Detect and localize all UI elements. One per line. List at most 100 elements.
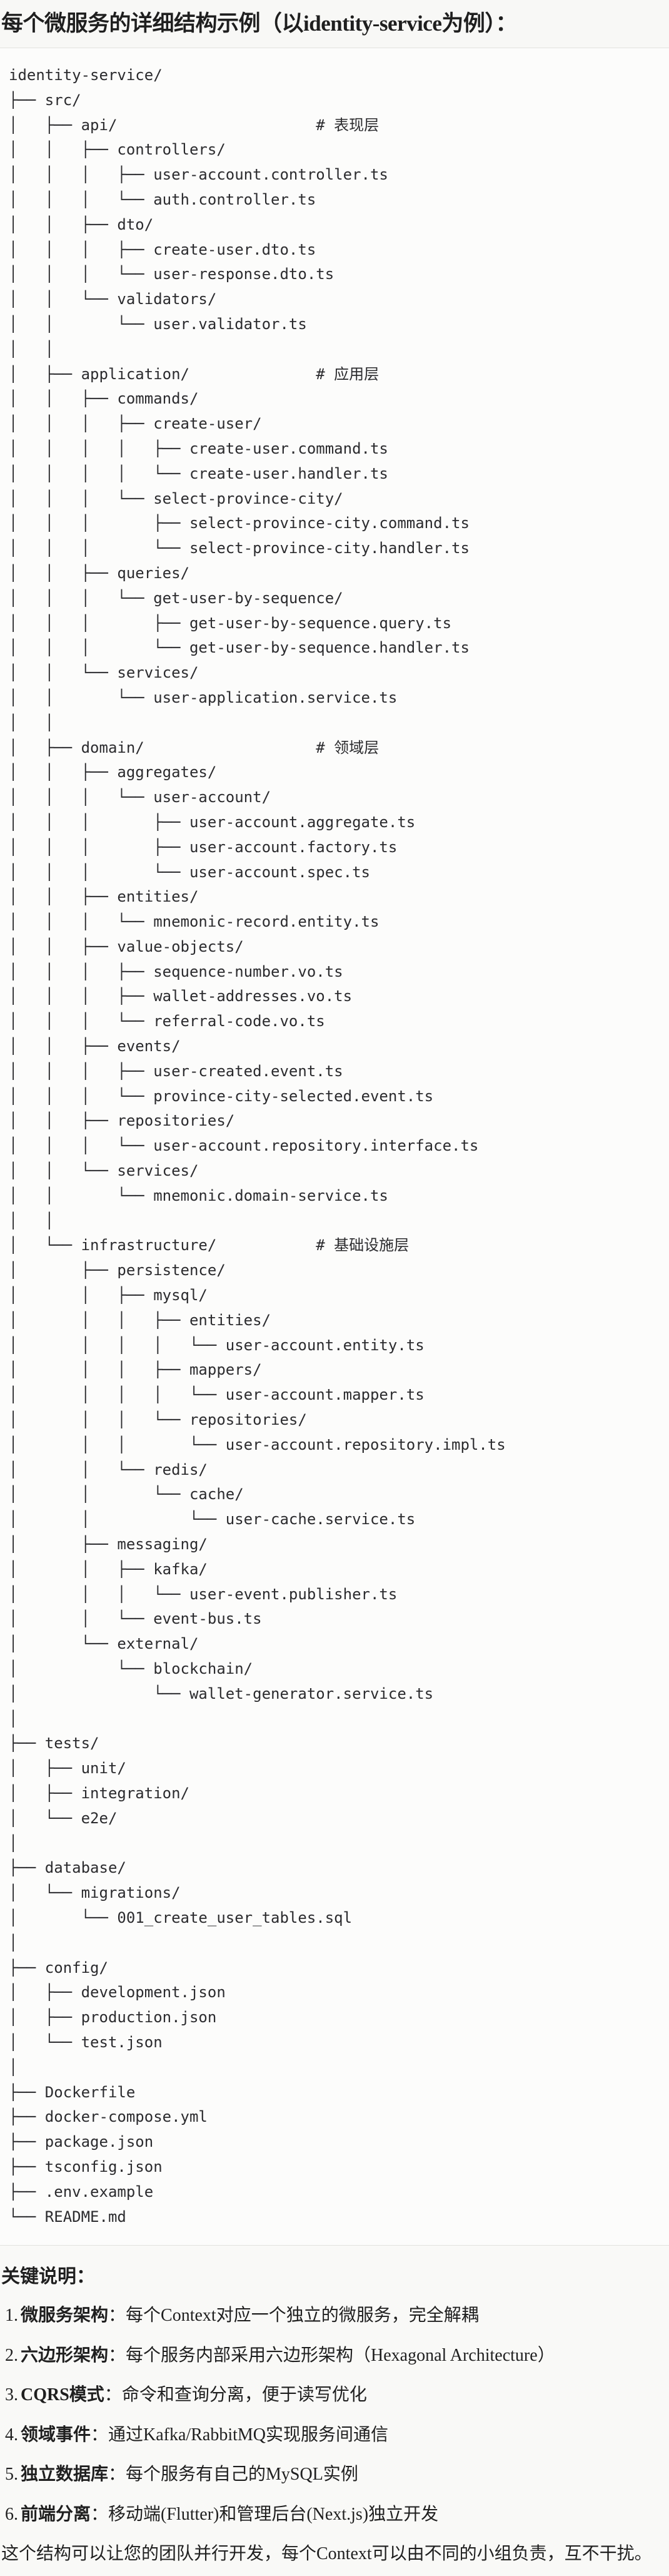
tree-line: │ │ └── redis/ [9,1460,208,1479]
tree-line: │ └── migrations/ [9,1884,181,1902]
tree-line: │ │ │ └── user-account.repository.impl.t… [9,1435,506,1453]
tree-line: │ │ ├── value-objects/ [9,937,244,955]
tree-line: │ │ │ └── user-account.spec.ts [9,863,370,881]
tree-line: │ │ │ └── get-user-by-sequence/ [9,589,343,607]
summary-text: 这个结构可以让您的团队并行开发，每个Context可以由不同的小组负责，互不干扰… [1,2543,652,2563]
note-item: 5.独立数据库：每个服务有自己的MySQL实例 [1,2462,669,2487]
tree-line: │ ├── production.json [9,2008,217,2027]
tree-line: │ │ │ ├── sequence-number.vo.ts [9,962,343,980]
tree-line: │ │ └── event-bus.ts [9,1610,262,1628]
tree-line: │ [9,1933,18,1952]
note-term: 独立数据库 [21,2465,109,2485]
tree-line: │ │ │ ├── select-province-city.command.t… [9,514,470,532]
tree-line: │ │ │ ├── get-user-by-sequence.query.ts [9,614,452,632]
tree-line: │ │ │ └── mnemonic-record.entity.ts [9,913,380,931]
tree-line: │ │ ├── entities/ [9,888,199,906]
note-text: 每个服务内部采用六边形架构（Hexagonal Architecture） [126,2345,555,2365]
note-item: 3.CQRS模式：命令和查询分离，便于读写优化 [1,2383,669,2408]
tree-line: │ │ │ ├── user-created.event.ts [9,1062,343,1080]
tree-line: ├── config/ [9,1958,108,1977]
note-term: 微服务架构 [21,2306,109,2326]
tree-line: │ │ │ │ └── user-account.mapper.ts [9,1386,425,1404]
tree-line: │ ├── integration/ [9,1784,189,1802]
tree-line: │ └── test.json [9,2033,163,2051]
tree-line: ├── src/ [9,91,81,109]
tree-line: ├── Dockerfile [9,2083,136,2101]
tree-line: │ │ ├── repositories/ [9,1112,235,1130]
tree-line: │ │ │ ├── wallet-addresses.vo.ts [9,987,353,1005]
tree-line: │ │ │ ├── create-user/ [9,415,262,433]
note-text: 通过Kafka/RabbitMQ实现服务间通信 [108,2425,388,2445]
note-text: 每个Context对应一个独立的微服务，完全解耦 [126,2306,479,2326]
tree-line: ├── tests/ [9,1734,99,1753]
note-separator: ： [108,2345,126,2365]
note-text: 命令和查询分离，便于读写优化 [121,2385,367,2405]
tree-line: │ │ [9,1211,54,1229]
tree-line: ├── docker-compose.yml [9,2108,208,2126]
note-term: CQRS模式 [21,2385,104,2405]
tree-line: │ └── external/ [9,1635,199,1653]
tree-line: │ │ │ └── repositories/ [9,1411,307,1429]
tree-line: │ │ ├── mysql/ [9,1286,208,1305]
tree-line: │ ├── api/ # 表现层 [9,116,380,134]
tree-line: └── README.md [9,2207,126,2226]
tree-line: │ └── wallet-generator.service.ts [9,1684,434,1703]
tree-line: │ │ └── user-cache.service.ts [9,1510,416,1529]
tree-line: ├── .env.example [9,2182,154,2201]
note-number: 3. [5,2385,18,2405]
note-number: 1. [5,2306,18,2326]
tree-line: │ ├── unit/ [9,1759,126,1778]
note-term: 六边形架构 [21,2345,109,2365]
note-text: 移动端(Flutter)和管理后台(Next.js)独立开发 [108,2504,439,2524]
note-separator: ： [91,2504,109,2524]
tree-line: │ │ │ └── get-user-by-sequence.handler.t… [9,639,470,657]
tree-line: ├── database/ [9,1859,126,1877]
tree-line: │ │ └── services/ [9,1162,199,1180]
tree-line: │ │ │ ├── mappers/ [9,1361,262,1379]
tree-line: │ │ │ └── select-province-city/ [9,489,343,507]
note-number: 5. [5,2465,18,2485]
tree-line: │ │ │ └── referral-code.vo.ts [9,1012,325,1031]
tree-line: │ [9,1709,18,1728]
tree-line: │ └── infrastructure/ # 基础设施层 [9,1236,410,1255]
tree-line: │ │ └── user.validator.ts [9,315,307,333]
tree-line: │ [9,1834,18,1852]
tree-line: │ │ │ │ └── user-account.entity.ts [9,1336,425,1354]
tree-line: │ │ │ └── user-response.dto.ts [9,265,334,283]
tree-line: │ │ │ └── user-account/ [9,788,271,807]
tree-line: ├── package.json [9,2133,154,2151]
tree-line: │ ├── messaging/ [9,1535,208,1554]
note-item: 1.微服务架构：每个Context对应一个独立的微服务，完全解耦 [1,2303,669,2328]
tree-line: │ │ └── mnemonic.domain-service.ts [9,1186,388,1204]
tree-line: │ │ │ ├── user-account.aggregate.ts [9,813,416,831]
note-item: 4.领域事件：通过Kafka/RabbitMQ实现服务间通信 [1,2423,669,2448]
note-item: 6.前端分离：移动端(Flutter)和管理后台(Next.js)独立开发 [1,2502,669,2527]
tree-line: │ │ └── user-application.service.ts [9,688,398,706]
note-separator: ： [108,2306,126,2326]
note-separator: ： [108,2465,126,2485]
note-separator: ： [91,2425,109,2445]
tree-line: │ │ │ │ ├── create-user.command.ts [9,439,388,457]
note-item: 2.六边形架构：每个服务内部采用六边形架构（Hexagonal Architec… [1,2343,669,2368]
title-bar: 每个微服务的详细结构示例（以identity-service为例）： [0,0,669,48]
tree-line: │ │ │ └── auth.controller.ts [9,190,316,208]
tree-line: │ │ │ ├── entities/ [9,1311,271,1329]
tree-line: │ │ └── services/ [9,664,199,682]
tree-line: │ │ ├── queries/ [9,564,189,582]
tree-line: │ │ ├── controllers/ [9,141,226,159]
tree-line: │ │ ├── dto/ [9,215,154,233]
tree-line: │ ├── domain/ # 领域层 [9,738,380,756]
tree-line: │ │ └── validators/ [9,290,217,308]
tree-line: │ └── blockchain/ [9,1660,253,1677]
tree-line: │ ├── application/ # 应用层 [9,365,380,383]
tree-line: │ │ ├── kafka/ [9,1560,208,1578]
tree-line: │ │ │ └── user-account.repository.interf… [9,1137,479,1155]
tree-line: │ │ └── cache/ [9,1485,244,1504]
tree-line: │ │ │ │ └── create-user.handler.ts [9,464,388,482]
directory-tree-code-block: identity-service/ ├── src/ │ ├── api/ # 表现… [0,48,669,2246]
tree-line: identity-service/ [9,66,163,84]
tree-line: │ │ │ └── user-event.publisher.ts [9,1585,398,1603]
tree-line: │ │ ├── events/ [9,1037,181,1056]
tree-line: │ └── 001_create_user_tables.sql [9,1908,353,1927]
